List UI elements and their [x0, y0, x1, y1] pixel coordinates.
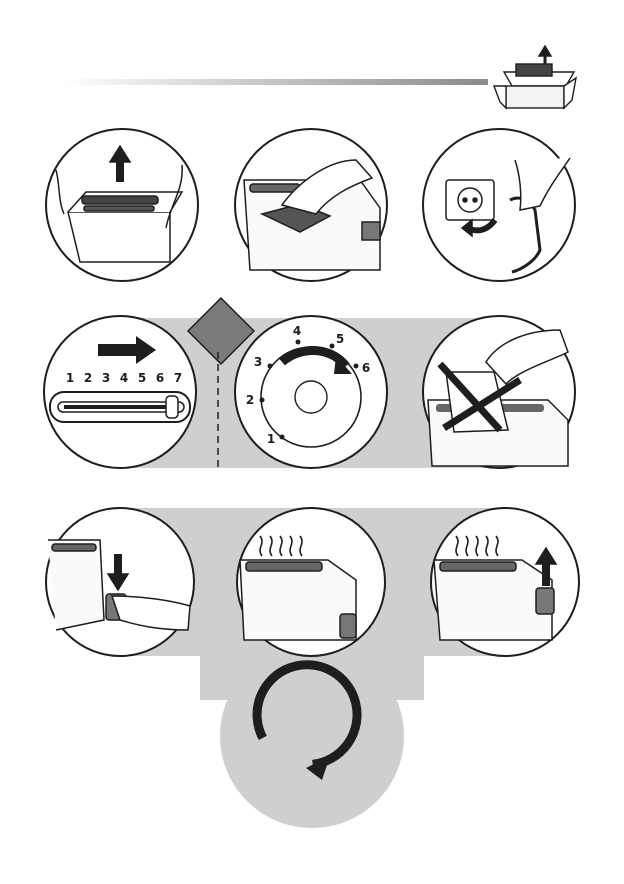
step-no-paper [423, 316, 575, 468]
slider-scale-7: 7 [174, 371, 182, 385]
step-toasting [237, 508, 385, 656]
step-press-lever [46, 508, 194, 656]
dial-scale-5: 5 [336, 332, 344, 346]
slider-scale-3: 3 [102, 371, 110, 385]
slider-scale-2: 2 [84, 371, 92, 385]
step-set-browning-slider: 1 2 3 4 5 6 7 [44, 316, 196, 468]
slider-scale-5: 5 [138, 371, 146, 385]
unbox-toaster-icon [494, 46, 576, 108]
step-lever-pops-up [431, 508, 579, 656]
step-wipe-toaster [235, 129, 387, 281]
step-plug-in [423, 129, 575, 281]
header-gradient-bar [62, 79, 488, 85]
dial-scale-6: 6 [362, 361, 370, 375]
step-set-browning-dial: 1 2 3 4 5 6 [235, 316, 387, 468]
step-lift-toaster [46, 129, 198, 281]
dial-scale-1: 1 [267, 432, 275, 446]
dial-scale-3: 3 [254, 355, 262, 369]
dial-scale-2: 2 [246, 393, 254, 407]
slider-scale-4: 4 [120, 371, 128, 385]
slider-scale-6: 6 [156, 371, 164, 385]
dial-scale-4: 4 [293, 324, 301, 338]
slider-scale-1: 1 [66, 371, 74, 385]
